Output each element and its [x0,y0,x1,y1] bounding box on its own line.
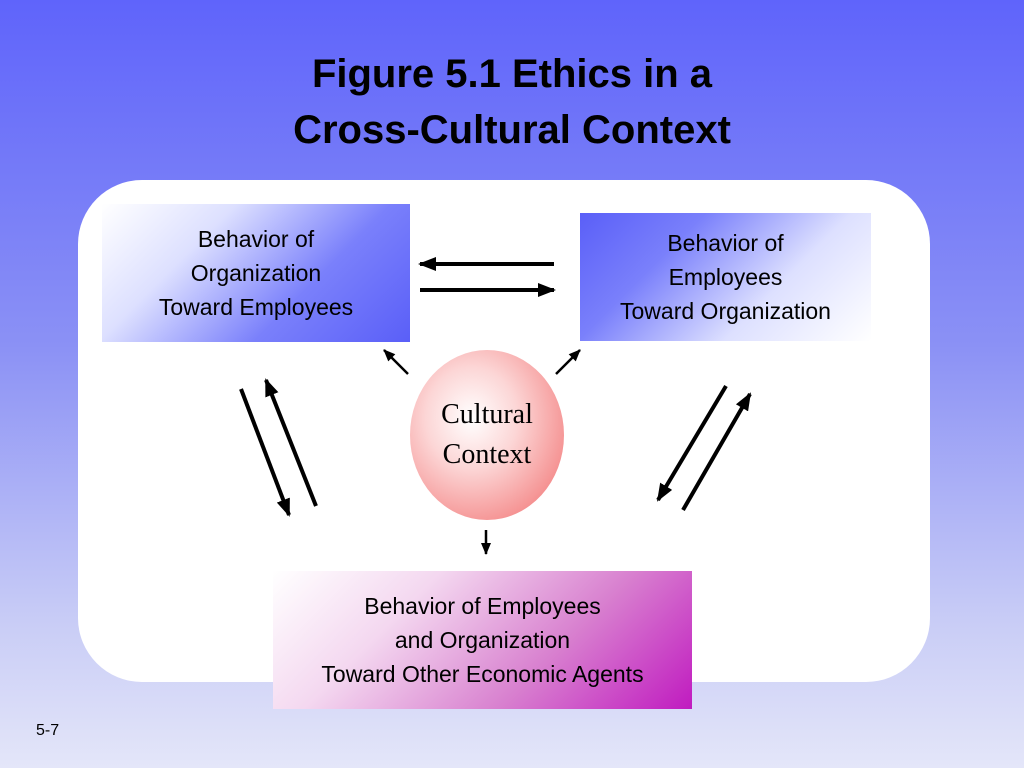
cultural-context-ellipse: Cultural Context [410,350,564,520]
economic-agents-behavior-box: Behavior of Employees and Organization T… [273,571,692,709]
organization-box-line-3: Toward Employees [158,294,354,320]
organization-behavior-box: Behavior of Organization Toward Employee… [102,204,410,342]
arrow-organization-to-agents [239,388,291,517]
organization-box-line-1: Behavior of [197,226,315,252]
agents-box-line-3: Toward Other Economic Agents [321,661,644,687]
context-line-1: Cultural [441,399,533,430]
arrow-context-to-employees [555,349,581,375]
arrow-agents-to-organization [264,378,318,507]
agents-box-line-2: and Organization [394,627,571,653]
context-line-2: Context [442,439,532,470]
title-line-1: Figure 5.1 Ethics in a [311,52,713,96]
employees-box-line-3: Toward Organization [620,298,831,324]
arrow-agents-to-employees [681,392,752,512]
agents-box-line-1: Behavior of Employees [364,593,601,619]
organization-box-line-2: Organization [190,260,322,286]
employees-box-line-2: Employees [668,264,783,290]
slide-number: 5-7 [36,722,60,739]
title-line-2: Cross-Cultural Context [293,108,731,152]
employees-box-line-1: Behavior of [667,230,784,256]
arrow-employees-to-agents [656,384,728,502]
slide-title: Figure 5.1 Ethics in a Cross-Cultural Co… [0,46,1024,158]
employees-behavior-box: Behavior of Employees Toward Organizatio… [580,213,871,341]
arrow-context-to-organization [383,349,409,375]
